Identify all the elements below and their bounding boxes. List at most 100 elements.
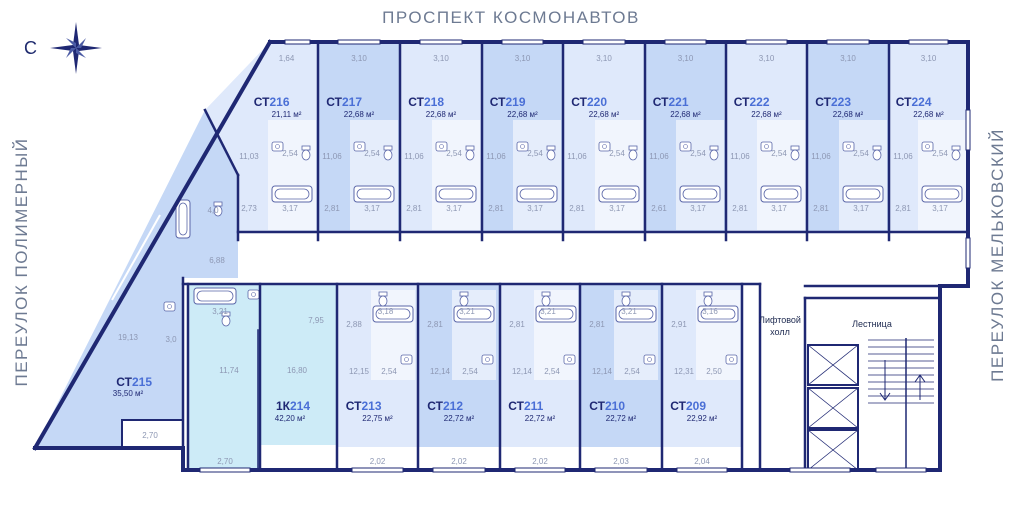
dimension-label: 3,10 [840,54,856,63]
unit-area-label: 22,68 м² [344,110,375,119]
sink-icon [163,301,176,312]
dimension-label: 2,50 [706,367,722,376]
dimension-label: 19,13 [118,333,139,342]
toilet-icon [383,145,393,161]
unit-type-label: СТ [326,95,342,109]
dimension-label: 3,17 [932,204,948,213]
dimension-label: 3,17 [282,204,298,213]
unit-number-label: 221 [669,95,689,109]
bathroom-fill [534,290,578,380]
window [965,237,971,269]
bathtub-icon [271,185,313,203]
wall [32,39,273,451]
bathtub-icon [697,305,739,323]
balcony-fill [338,447,417,470]
dimension-label: 2,54 [853,149,869,158]
dimension-label: 2,54 [381,367,397,376]
bathroom-fill [614,290,658,380]
bathtub-icon [615,305,657,323]
balcony-fill [663,447,741,470]
unit-area-label: 42,20 м² [275,414,306,423]
window [594,467,648,473]
unit-type-label: СТ [896,95,912,109]
dimension-label: 3,17 [853,204,869,213]
bathroom-fill [757,120,805,230]
balcony-fill [419,447,499,470]
unit-type-label: СТ [653,95,669,109]
dimension-label: 2,54 [690,149,706,158]
dimension-label: 3,16 [702,307,718,316]
window [582,39,626,45]
unit-number-label: 219 [506,95,526,109]
toilet-icon [628,145,638,161]
toilet-icon [541,291,551,307]
dimension-label: 3,17 [446,204,462,213]
bathroom-fill [350,120,398,230]
unit-type-label: СТ [670,399,686,413]
bathtub-icon [435,185,477,203]
dimension-label: 3,21 [212,307,228,316]
balcony-fill [501,447,579,470]
unit-area-label: 22,68 м² [507,110,538,119]
window [432,467,486,473]
bathtub-icon [372,305,414,323]
sink-icon [400,354,413,365]
stair-arrow-icon [914,374,926,400]
unit-area-label: 22,68 м² [589,110,620,119]
bathroom-fill [432,120,480,230]
toilet-icon [790,145,800,161]
dimension-label: 2,54 [609,149,625,158]
unit-number-label: 214 [290,399,310,413]
dimension-label: 2,54 [527,149,543,158]
window [501,39,544,45]
bathtub-icon [193,287,237,305]
toilet-icon [378,291,388,307]
dimension-label: 2,02 [370,457,386,466]
unit-number-label: 211 [524,399,544,413]
bathtub-icon [842,185,884,203]
bathtub-icon [760,185,802,203]
bathroom-fill [676,120,724,230]
window [676,467,728,473]
window [337,39,381,45]
dimension-label: 3,18 [378,307,394,316]
unit-area-label: 22,72 м² [444,414,475,423]
dimension-label: 11,06 [486,152,506,161]
dimension-label: 11,06 [730,152,750,161]
dimension-label: 7,95 [308,316,324,325]
bathtub-icon [516,185,558,203]
bathtub-icon [353,185,395,203]
toilet-icon [546,145,556,161]
toilet-icon [872,145,882,161]
dimension-label: 11,06 [649,152,669,161]
window [199,467,251,473]
dimension-label: 3,10 [678,54,694,63]
dimension-label: 11,06 [893,152,913,161]
dimension-label: 2,02 [451,457,467,466]
bathtub-icon [598,185,640,203]
dimension-label: 11,74 [219,366,239,375]
sink-icon [679,141,692,152]
stairs-label: Лестница [852,319,892,329]
toilet-icon [301,145,311,161]
unit-area-label: 22,72 м² [606,414,637,423]
dimension-label: 11,06 [811,152,831,161]
sink-icon [435,141,448,152]
dimension-label: 1,64 [279,54,295,63]
dimension-label: 3,10 [596,54,612,63]
sink-icon [271,141,284,152]
dimension-label: 2,73 [241,204,257,213]
sink-icon [481,354,494,365]
sink-icon [353,141,366,152]
bathtub-icon [679,185,721,203]
sink-icon [563,354,576,365]
bathroom-fill [595,120,643,230]
window [664,39,707,45]
dimension-label: 11,06 [404,152,424,161]
street-label-top: ПРОСПЕКТ КОСМОНАВТОВ [382,8,640,27]
window [789,467,851,473]
dimension-label: 2,88 [346,320,362,329]
window [351,467,404,473]
dimension-label: 2,70 [142,431,158,440]
dimension-label: 3,21 [459,307,475,316]
